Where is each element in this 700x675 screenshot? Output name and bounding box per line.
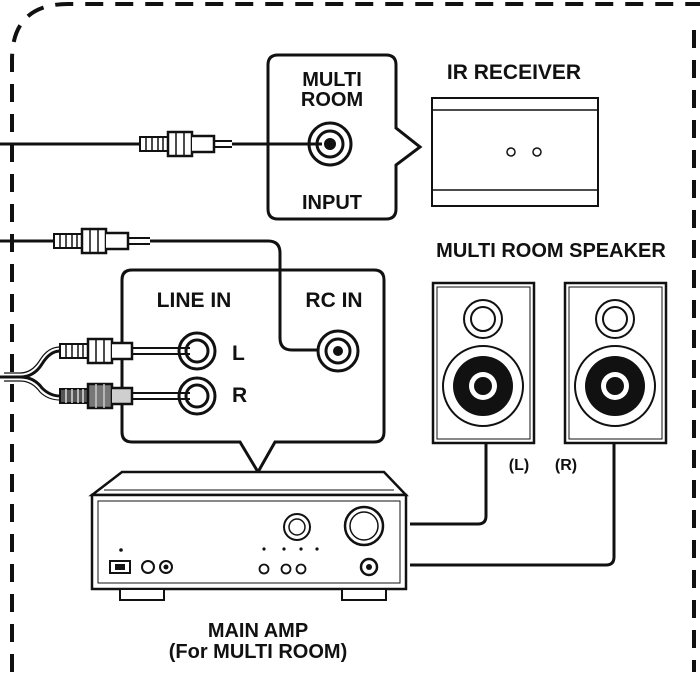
speaker-icon bbox=[431, 281, 536, 445]
rca-jack-icon bbox=[177, 376, 217, 416]
right-channel-label: R bbox=[232, 384, 247, 407]
ir-receiver-label: IR RECEIVER bbox=[447, 61, 581, 84]
main-amp-sublabel: (For MULTI ROOM) bbox=[169, 641, 347, 663]
rca-jack-icon bbox=[177, 331, 217, 371]
ir-receiver-icon bbox=[431, 97, 599, 207]
speaker-left-cable bbox=[410, 443, 488, 526]
rca-plug-icon bbox=[139, 130, 232, 158]
line-in-cable bbox=[0, 349, 61, 398]
left-channel-label: L bbox=[232, 342, 245, 365]
speaker-right-cable bbox=[410, 443, 616, 567]
rca-jack-icon bbox=[316, 329, 360, 373]
speaker-icon bbox=[563, 281, 668, 445]
speaker-right-label: (R) bbox=[555, 457, 577, 474]
speaker-section-title: MULTI ROOM SPEAKER bbox=[436, 240, 666, 262]
main-amp-label: MAIN AMP bbox=[208, 620, 308, 642]
rca-plug-icon bbox=[53, 227, 150, 255]
dashed-room-border bbox=[10, 2, 700, 672]
rca-plug-icon bbox=[59, 337, 190, 365]
rc-in-label: RC IN bbox=[305, 289, 362, 312]
multi-room-title-2: ROOM bbox=[301, 89, 363, 111]
speaker-left-label: (L) bbox=[509, 457, 529, 474]
multi-room-title-1: MULTI bbox=[302, 69, 362, 91]
line-in-cable-outline bbox=[4, 346, 61, 401]
line-in-label: LINE IN bbox=[157, 289, 232, 312]
amplifier-icon bbox=[88, 470, 409, 601]
multi-room-input-label: INPUT bbox=[302, 192, 362, 214]
jack-panel-box bbox=[120, 268, 386, 475]
multi-room-input-box bbox=[266, 53, 423, 221]
rc-in-cable-inner bbox=[278, 270, 318, 352]
rca-plug-icon bbox=[59, 382, 190, 410]
